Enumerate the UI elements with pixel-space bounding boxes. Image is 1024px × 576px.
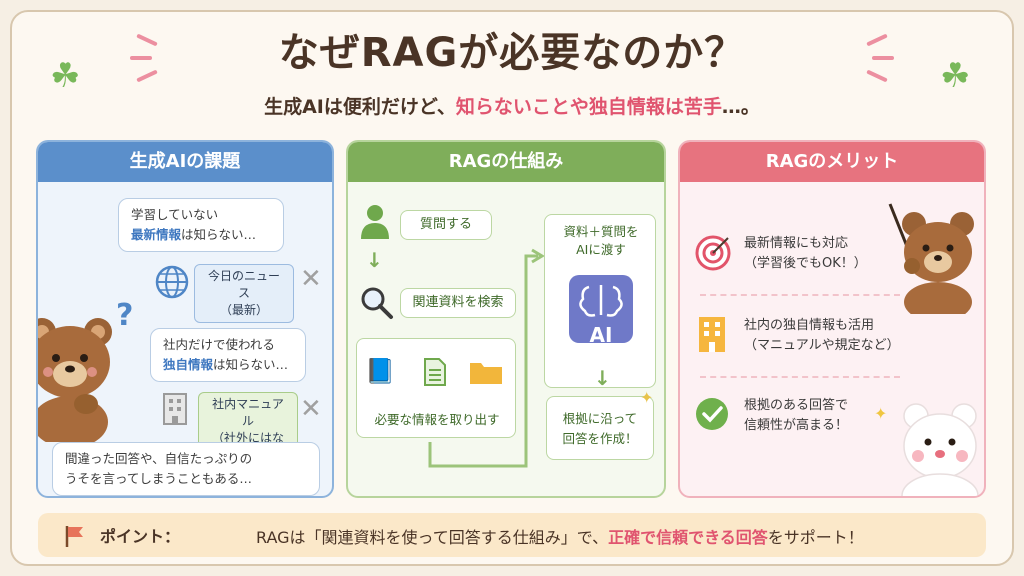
cross-icon: ✕ — [300, 394, 322, 424]
check-circle-icon — [696, 398, 728, 430]
arrow-down-icon: ↓ — [594, 366, 611, 390]
challenges-panel: 生成AIの課題 学習していない 最新情報は知らない… 今日のニュース（最新） ✕… — [36, 140, 334, 498]
confused-bear-illustration — [38, 318, 112, 442]
merit-item-internal: 社内の独自情報も活用（マニュアルや規定など） — [680, 310, 984, 380]
office-building-icon — [699, 317, 725, 352]
clover-icon: ☘ — [940, 56, 971, 96]
point-label: ポイント： — [100, 527, 181, 546]
document-icon — [424, 358, 446, 386]
folder-icon — [470, 363, 502, 384]
clover-icon: ☘ — [50, 56, 81, 96]
divider — [700, 294, 900, 296]
book-icon: 📘 — [365, 357, 395, 385]
globe-icon — [155, 265, 189, 299]
ai-brain-icon — [569, 275, 633, 343]
arrow-down-icon: ↓ — [366, 248, 383, 272]
white-bear-illustration — [901, 403, 979, 496]
sparkle-icon: ✦ — [874, 404, 888, 423]
magnifier-icon — [361, 287, 393, 319]
step-ask: 質問する — [400, 210, 492, 240]
page-title: なぜRAGが必要なのか？ — [278, 30, 746, 76]
step-extract-box: 📘 必要な情報を取り出す — [356, 338, 516, 438]
sparkle-icon: ✦ — [640, 388, 654, 407]
point-message: RAGは「関連資料を使って回答する仕組み」で、正確で信頼できる回答をサポート！ — [256, 528, 864, 547]
sparkle-mark — [872, 56, 894, 60]
merit-item-reliable: 根拠のある回答で信頼性が高まる！ — [680, 392, 984, 462]
challenges-header: 生成AIの課題 — [38, 142, 332, 182]
speech-bubble-hallucination: 間違った回答や、自信たっぷりのうそを言ってしまうこともある… — [52, 442, 320, 496]
target-icon — [695, 235, 731, 271]
divider — [700, 376, 900, 378]
point-banner: ポイント： RAGは「関連資料を使って回答する仕組み」で、正確で信頼できる回答を… — [38, 513, 986, 557]
step-answer: 根拠に沿って回答を作成！ — [546, 396, 654, 460]
page-subtitle: 生成AIは便利だけど、知らないことや独自情報は苦手…。 — [264, 96, 760, 118]
ai-label: AI — [589, 323, 613, 347]
step-search: 関連資料を検索 — [400, 288, 516, 318]
mechanism-header: RAGの仕組み — [348, 142, 664, 182]
todays-news-tag: 今日のニュース（最新） — [194, 264, 294, 323]
sparkle-mark — [130, 56, 152, 60]
mechanism-panel: RAGの仕組み 質問する ↓ 関連資料を検索 📘 必要な情報を取り出す 資料＋質… — [346, 140, 666, 498]
merit-item-latest: 最新情報にも対応（学習後でもOK！） — [680, 228, 984, 298]
flag-icon — [65, 526, 83, 547]
question-mark: ? — [116, 298, 134, 333]
flow-connector — [428, 248, 545, 468]
speech-bubble-latest: 学習していない 最新情報は知らない… — [118, 198, 284, 252]
merits-panel: RAGのメリット 最新情報にも対応（学習後でもOK！） 社内の独自情報も活用（マ… — [678, 140, 986, 498]
building-icon — [163, 393, 187, 425]
pointing-bear-illustration — [888, 203, 974, 314]
speech-bubble-internal: 社内だけで使われる 独自情報は知らない… — [150, 328, 306, 382]
user-icon — [361, 205, 389, 239]
merits-header: RAGのメリット — [680, 142, 984, 182]
cross-icon: ✕ — [300, 264, 322, 294]
